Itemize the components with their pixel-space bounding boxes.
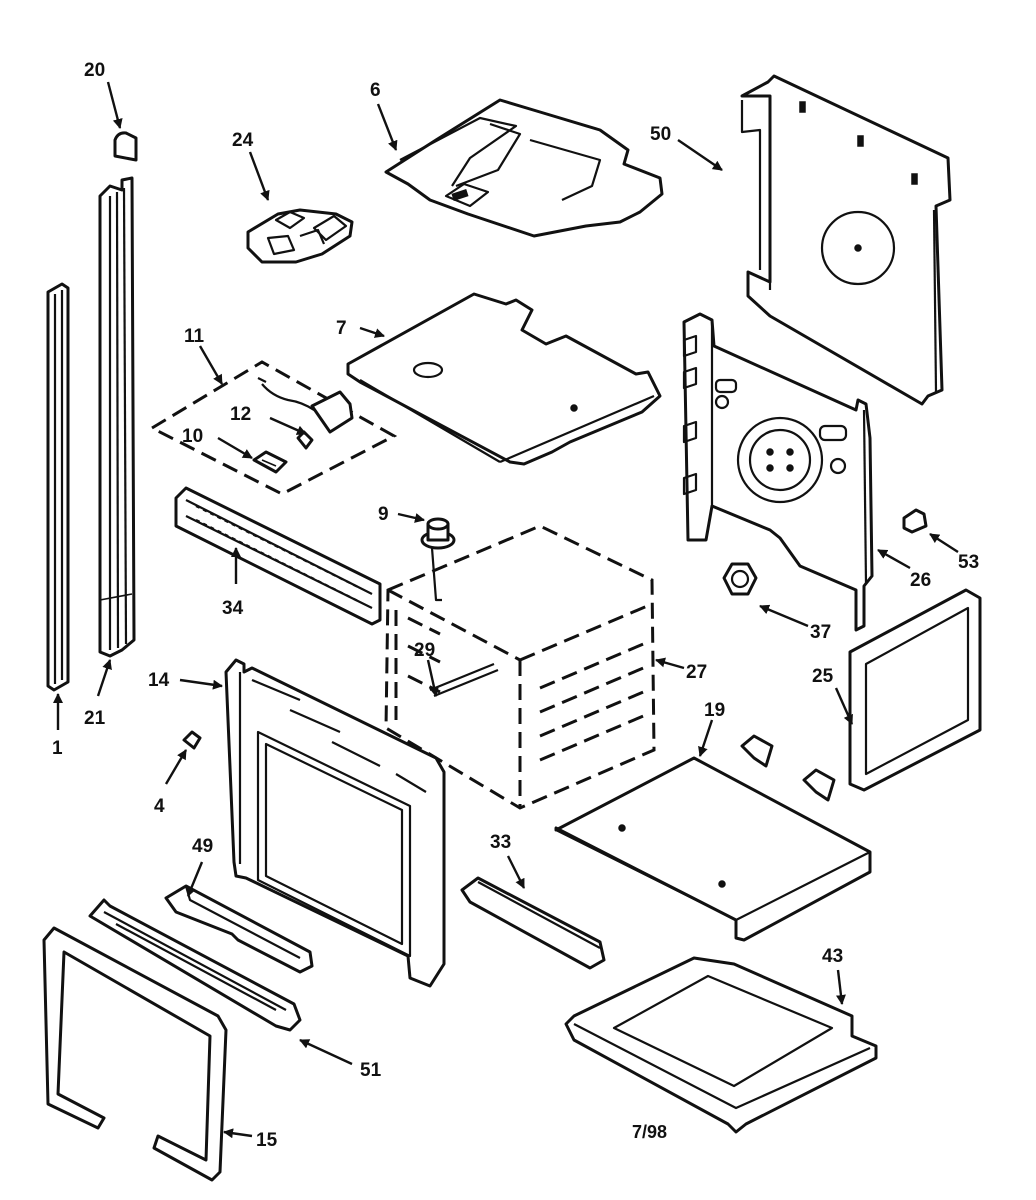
callout-26: 26 <box>910 570 931 591</box>
callout-15: 15 <box>256 1130 278 1151</box>
callout-49: 49 <box>192 836 213 857</box>
callout-10: 10 <box>182 426 203 447</box>
part-12-sensor <box>257 377 354 450</box>
callout-37: 37 <box>810 622 831 643</box>
part-21-side-panel <box>98 176 136 658</box>
callout-33: 33 <box>490 832 511 853</box>
callout-24: 24 <box>232 130 254 151</box>
part-11-wiring-kit <box>148 360 398 496</box>
part-27-oven-cavity <box>384 524 656 810</box>
callout-labels: 20 24 6 50 11 12 10 7 9 34 53 26 37 14 2… <box>52 60 979 1151</box>
callout-12: 12 <box>230 404 251 425</box>
callout-19: 19 <box>704 700 725 721</box>
callout-4: 4 <box>154 796 165 817</box>
callout-50: 50 <box>650 124 671 145</box>
part-1-side-trim <box>46 282 70 692</box>
part-25-insulation-frame <box>848 588 982 792</box>
callout-6: 6 <box>370 80 381 101</box>
part-20-cap <box>113 131 138 162</box>
part-51-lower-trim <box>88 898 302 1032</box>
part-14-front-frame <box>224 658 446 988</box>
part-10-connector <box>252 450 288 474</box>
callout-11: 11 <box>184 326 205 347</box>
part-53-clip <box>902 508 928 534</box>
part-43-base-pan <box>564 956 878 1134</box>
callout-43: 43 <box>822 946 843 967</box>
callout-1: 1 <box>52 738 63 759</box>
callout-34: 34 <box>222 598 244 619</box>
part-26-fan-bracket <box>682 312 874 632</box>
callout-7: 7 <box>336 318 347 339</box>
part-37-gasket <box>722 562 758 596</box>
part-29-broil-element <box>429 662 499 698</box>
part-19-bottom-tray <box>554 734 872 942</box>
part-7-top-tray <box>346 292 662 466</box>
part-9-thermostat-knob <box>420 517 456 602</box>
part-4-screw <box>182 730 202 750</box>
part-15-door-gasket <box>42 926 228 1182</box>
callout-27: 27 <box>686 662 707 683</box>
callout-29: 29 <box>414 640 435 661</box>
part-50-rear-panel <box>740 74 952 406</box>
callout-21: 21 <box>84 708 106 729</box>
part-24-control-board <box>246 208 354 264</box>
callout-53: 53 <box>958 552 979 573</box>
part-33-rail <box>460 876 606 970</box>
callout-14: 14 <box>148 670 170 691</box>
callout-20: 20 <box>84 60 105 81</box>
date-code: 7/98 <box>632 1122 667 1142</box>
callout-51: 51 <box>360 1060 382 1081</box>
callout-9: 9 <box>378 504 389 525</box>
vent-slots <box>195 505 361 603</box>
leader-lines <box>53 81 959 1139</box>
callout-25: 25 <box>812 666 834 687</box>
part-34-vent-grille <box>174 486 382 626</box>
part-6-top-duct <box>384 98 664 238</box>
